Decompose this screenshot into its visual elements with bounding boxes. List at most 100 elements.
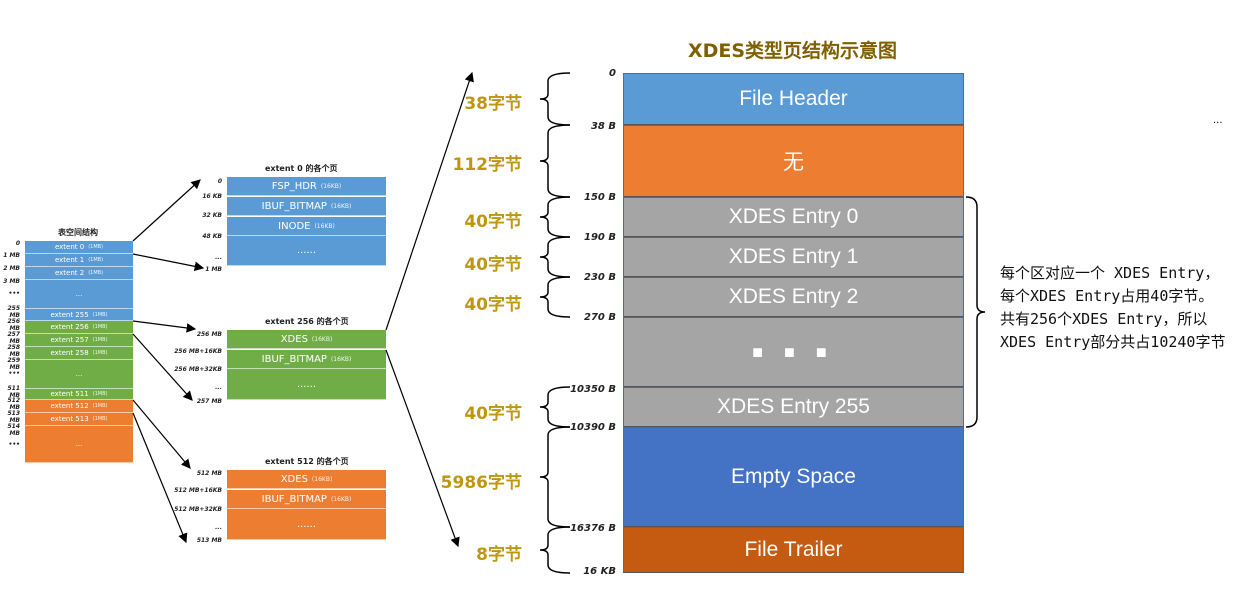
page-row[interactable]: XDES(16KB): [227, 470, 386, 489]
page-row[interactable]: IBUF_BITMAP(16KB): [227, 490, 386, 509]
extent-label: ...: [75, 440, 83, 448]
page-offset: ...: [215, 384, 222, 391]
extent-label: extent 2: [54, 269, 85, 277]
xdes-section[interactable]: File Trailer: [623, 527, 964, 573]
tablespace-offset: 512 MB: [7, 397, 20, 411]
tablespace-row[interactable]: extent 2(1MB): [25, 267, 133, 280]
section-size-label: 8字节: [476, 545, 522, 565]
xdes-section[interactable]: XDES Entry 0: [623, 197, 964, 237]
page-name: XDES: [280, 333, 308, 345]
brace: [539, 236, 571, 278]
page-unit: (16KB): [330, 202, 352, 210]
page-name: INODE: [278, 220, 311, 232]
tablespace-offset: •••: [8, 370, 20, 377]
page-row[interactable]: XDES(16KB): [227, 330, 386, 349]
tablespace-row[interactable]: extent 513(1MB): [25, 413, 133, 426]
tablespace-offset: 0: [15, 240, 20, 247]
section-size-label: 40字节: [464, 404, 522, 424]
page-offset: ...: [215, 254, 222, 261]
xdes-section[interactable]: Empty Space: [623, 427, 964, 527]
arrow: [132, 333, 193, 401]
page-row[interactable]: ......: [227, 509, 386, 540]
page-name: XDES: [280, 473, 308, 485]
ellipsis: ...: [1213, 115, 1223, 126]
page-row[interactable]: ......: [227, 369, 386, 400]
tablespace-row[interactable]: extent 0(1MB): [25, 241, 133, 254]
page-offset: 512 MB+32KB: [174, 506, 222, 513]
page-unit: (16KB): [314, 222, 335, 230]
right-brace: [965, 196, 986, 428]
section-size-label: 38字节: [464, 94, 522, 114]
xdes-section[interactable]: XDES Entry 255: [623, 387, 964, 427]
page-offset: 256 MB+32KB: [174, 366, 222, 373]
tablespace-row[interactable]: ...: [25, 360, 133, 389]
brace: [539, 196, 571, 238]
page-offset: 32 KB: [202, 212, 222, 219]
tablespace-row[interactable]: extent 255(1MB): [25, 309, 133, 321]
page-unit: (16KB): [311, 475, 333, 483]
brace: [539, 526, 571, 574]
tablespace-row[interactable]: extent 258(1MB): [25, 347, 133, 360]
brace: [539, 72, 571, 126]
section-size-label: 40字节: [464, 255, 522, 275]
brace: [539, 276, 571, 318]
arrow: [385, 349, 460, 548]
page-offset: 48 KB: [202, 233, 222, 240]
tablespace-row[interactable]: extent 256(1MB): [25, 321, 133, 334]
page-offset: 513 MB: [196, 537, 222, 544]
page-name: IBUF_BITMAP: [261, 353, 327, 365]
section-size-label: 40字节: [464, 295, 522, 315]
page-name: FSP_HDR: [271, 180, 317, 192]
page-offset: 1 MB: [205, 266, 222, 273]
page-row[interactable]: IBUF_BITMAP(16KB): [227, 350, 386, 369]
tablespace-row[interactable]: extent 511(1MB): [25, 389, 133, 400]
extent-label: extent 513: [50, 415, 89, 423]
page-row[interactable]: ......: [227, 236, 386, 266]
xdes-section[interactable]: 无: [623, 125, 964, 197]
xdes-section[interactable]: XDES Entry 1: [623, 237, 964, 277]
arrow: [132, 412, 188, 544]
page-unit: (16KB): [330, 355, 352, 363]
xdes-section[interactable]: XDES Entry 2: [623, 277, 964, 317]
tablespace-offset: •••: [8, 290, 20, 297]
section-size-label: 112字节: [452, 155, 523, 175]
page-row[interactable]: IBUF_BITMAP(16KB): [227, 197, 386, 216]
tablespace-row[interactable]: ...: [25, 426, 133, 463]
page-unit: (16KB): [311, 335, 333, 343]
page-offset: 512 MB+16KB: [174, 487, 222, 494]
tablespace-row[interactable]: extent 1(1MB): [25, 254, 133, 267]
section-size-label: 40字节: [464, 212, 522, 232]
extent-unit: (1MB): [88, 244, 104, 250]
extent-label: extent 1: [54, 256, 85, 264]
byte-offset: 230 B: [584, 272, 616, 283]
xdes-section[interactable]: File Header: [623, 73, 964, 125]
xdes-note: 每个区对应一个 XDES Entry， 每个XDES Entry占用40字节。 …: [1000, 264, 1226, 351]
extent-label: extent 512: [50, 402, 89, 410]
arrow: [132, 179, 201, 242]
extent-unit: (1MB): [92, 337, 108, 343]
extent-unit: (1MB): [88, 257, 104, 263]
tablespace-row[interactable]: extent 257(1MB): [25, 334, 133, 347]
section-size-label: 5986字节: [440, 473, 522, 493]
page-row[interactable]: INODE(16KB): [227, 217, 386, 236]
tablespace-offset: 256 MB: [7, 318, 20, 332]
page-offset: ...: [215, 524, 222, 531]
extent-title: extent 256 的各个页: [265, 317, 349, 326]
extent-title: extent 512 的各个页: [265, 457, 349, 466]
brace: [539, 124, 571, 198]
page-unit: (16KB): [330, 495, 352, 503]
tablespace-row[interactable]: ...: [25, 280, 133, 309]
page-name: ......: [296, 378, 317, 390]
xdes-section[interactable]: ■ ■ ■: [623, 317, 964, 387]
extent-label: ...: [75, 370, 83, 378]
arrow: [132, 253, 205, 272]
tablespace-row[interactable]: extent 512(1MB): [25, 400, 133, 413]
arrow: [385, 71, 474, 331]
page-row[interactable]: FSP_HDR(16KB): [227, 177, 386, 196]
byte-offset: 10350 B: [570, 384, 616, 395]
page-offset: 512 MB: [196, 470, 222, 477]
tablespace-offset: 255 MB: [7, 305, 20, 319]
byte-offset: 38 B: [590, 121, 616, 132]
page-offset: 256 MB+16KB: [174, 348, 222, 355]
page-offset: 0: [217, 178, 222, 185]
